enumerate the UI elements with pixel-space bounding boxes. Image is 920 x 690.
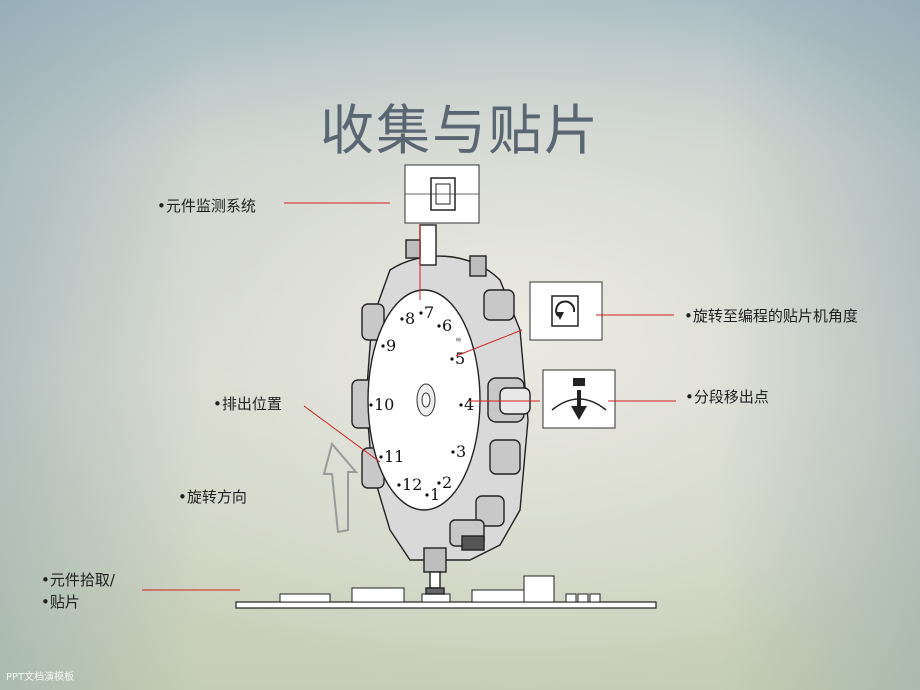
chip-monitor-inset: [404, 164, 480, 224]
label-rotate-direction: •旋转方向: [178, 488, 247, 506]
dial-number-11: 11: [384, 447, 404, 466]
dial-number-2: 2: [442, 473, 452, 492]
pcb-board: [235, 575, 657, 609]
rotate-angle-inset: [529, 281, 603, 341]
dial-number-7: 7: [424, 303, 434, 322]
dial-number-9: 9: [386, 336, 396, 355]
label-rotate-angle: •旋转至编程的贴片机角度: [684, 307, 858, 325]
rotation-arrow: [322, 441, 359, 534]
leader-lines: [142, 202, 676, 591]
label-eject-position: •排出位置: [213, 395, 282, 413]
dial-number-12: 12: [402, 475, 422, 494]
svg-text:≡: ≡: [455, 335, 462, 344]
dial-number-1: 1: [430, 485, 440, 504]
label-component-monitor: •元件监测系统: [157, 197, 256, 215]
dial-number-3: 3: [456, 442, 466, 461]
label-pickup-line2: •贴片: [41, 593, 80, 611]
watermark: PPT文档演模板: [6, 672, 75, 683]
slide-title: 收集与贴片: [320, 99, 600, 162]
dial-number-10: 10: [374, 395, 394, 414]
dial-number-5: 5: [455, 349, 465, 368]
dial-number-8: 8: [405, 309, 415, 328]
segment-out-inset: [542, 369, 616, 429]
dial-number-6: 6: [442, 316, 452, 335]
dial-number-4: 4: [464, 395, 474, 414]
label-segment-out: •分段移出点: [685, 388, 769, 406]
label-pickup-line1: •元件拾取/: [41, 571, 115, 589]
